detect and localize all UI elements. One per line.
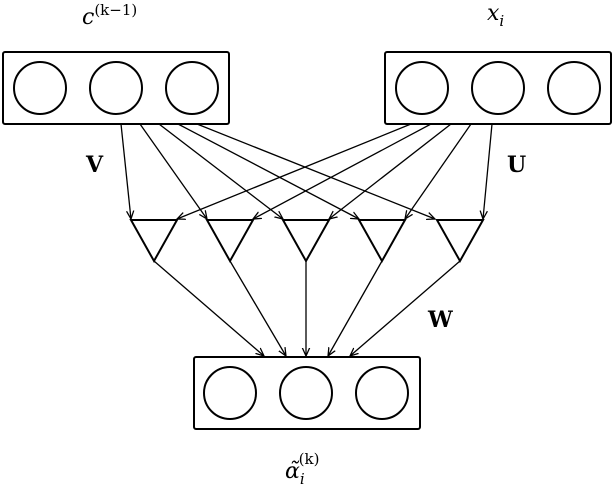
hidden-unit-triangle [281,219,331,264]
context-vector-box [2,51,230,125]
input-vector-label: xi [487,1,504,30]
input-vector-box [384,51,612,125]
output-vector-subscript: i [300,470,305,488]
context-to-hidden-edges [120,123,435,219]
weight-u-label: U [507,152,526,178]
context-vector-label: c(k−1) [82,1,137,30]
hidden-layer [129,219,485,264]
weight-v-label: V [85,152,104,178]
context-unit [13,61,67,115]
output-unit [203,366,257,420]
output-unit [355,366,409,420]
input-to-hidden-edges [177,123,493,219]
hidden-unit-triangle [205,219,255,264]
hidden-to-output-edges [153,260,461,356]
weight-w-label: W [427,307,453,333]
output-vector-label: α̃i(k) [285,450,319,488]
input-unit [547,61,601,115]
context-vector-superscript: (k−1) [94,1,137,19]
input-vector-subscript: i [499,12,504,30]
context-unit [89,61,143,115]
hidden-unit-triangle [435,219,485,264]
hidden-unit-triangle [129,219,179,264]
input-unit [471,61,525,115]
hidden-unit-triangle [357,219,407,264]
output-vector-superscript: (k) [299,450,320,468]
output-vector-box [193,356,421,430]
context-unit [165,61,219,115]
input-unit [395,61,449,115]
output-unit [279,366,333,420]
